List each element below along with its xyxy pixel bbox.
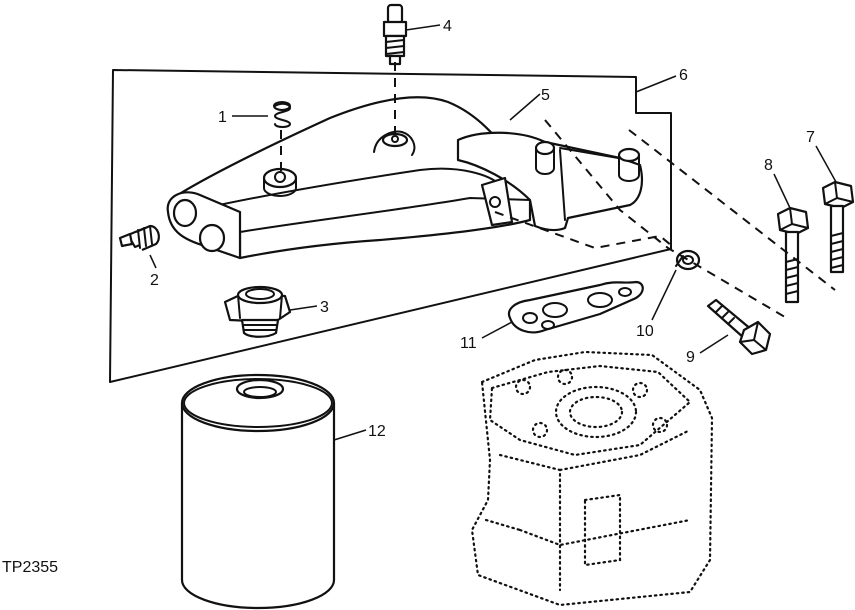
leader-lines: [149, 24, 837, 441]
callout-6: 6: [679, 67, 688, 84]
cap-screw-long: [821, 180, 855, 274]
callout-4: 4: [443, 18, 452, 35]
callout-8: 8: [764, 157, 773, 174]
filter-housing: [166, 96, 644, 260]
figure-code: TP2355: [2, 559, 58, 576]
lock-washer: [675, 249, 701, 271]
cylinder-block-ghost: [470, 350, 714, 607]
callout-12: 12: [368, 423, 386, 440]
callout-11: 11: [460, 335, 477, 352]
pipe-plug: [118, 224, 160, 252]
cap-screw-short: [706, 298, 772, 356]
assembly-lines: [280, 62, 836, 321]
relief-valve-spring: [273, 101, 291, 128]
callout-5: 5: [541, 87, 550, 104]
callout-9: 9: [686, 349, 695, 366]
panel-outline: [109, 69, 672, 383]
callout-1: 1: [218, 109, 227, 126]
callout-3: 3: [320, 299, 329, 316]
oil-pressure-sender: [382, 3, 408, 66]
oil-filter-element: [180, 373, 336, 610]
callout-2: 2: [150, 272, 159, 289]
callout-7: 7: [806, 129, 815, 146]
callout-10: 10: [636, 323, 654, 340]
cap-screw-medium: [776, 206, 810, 304]
gasket: [507, 280, 644, 334]
adapter-fitting: [223, 285, 292, 338]
